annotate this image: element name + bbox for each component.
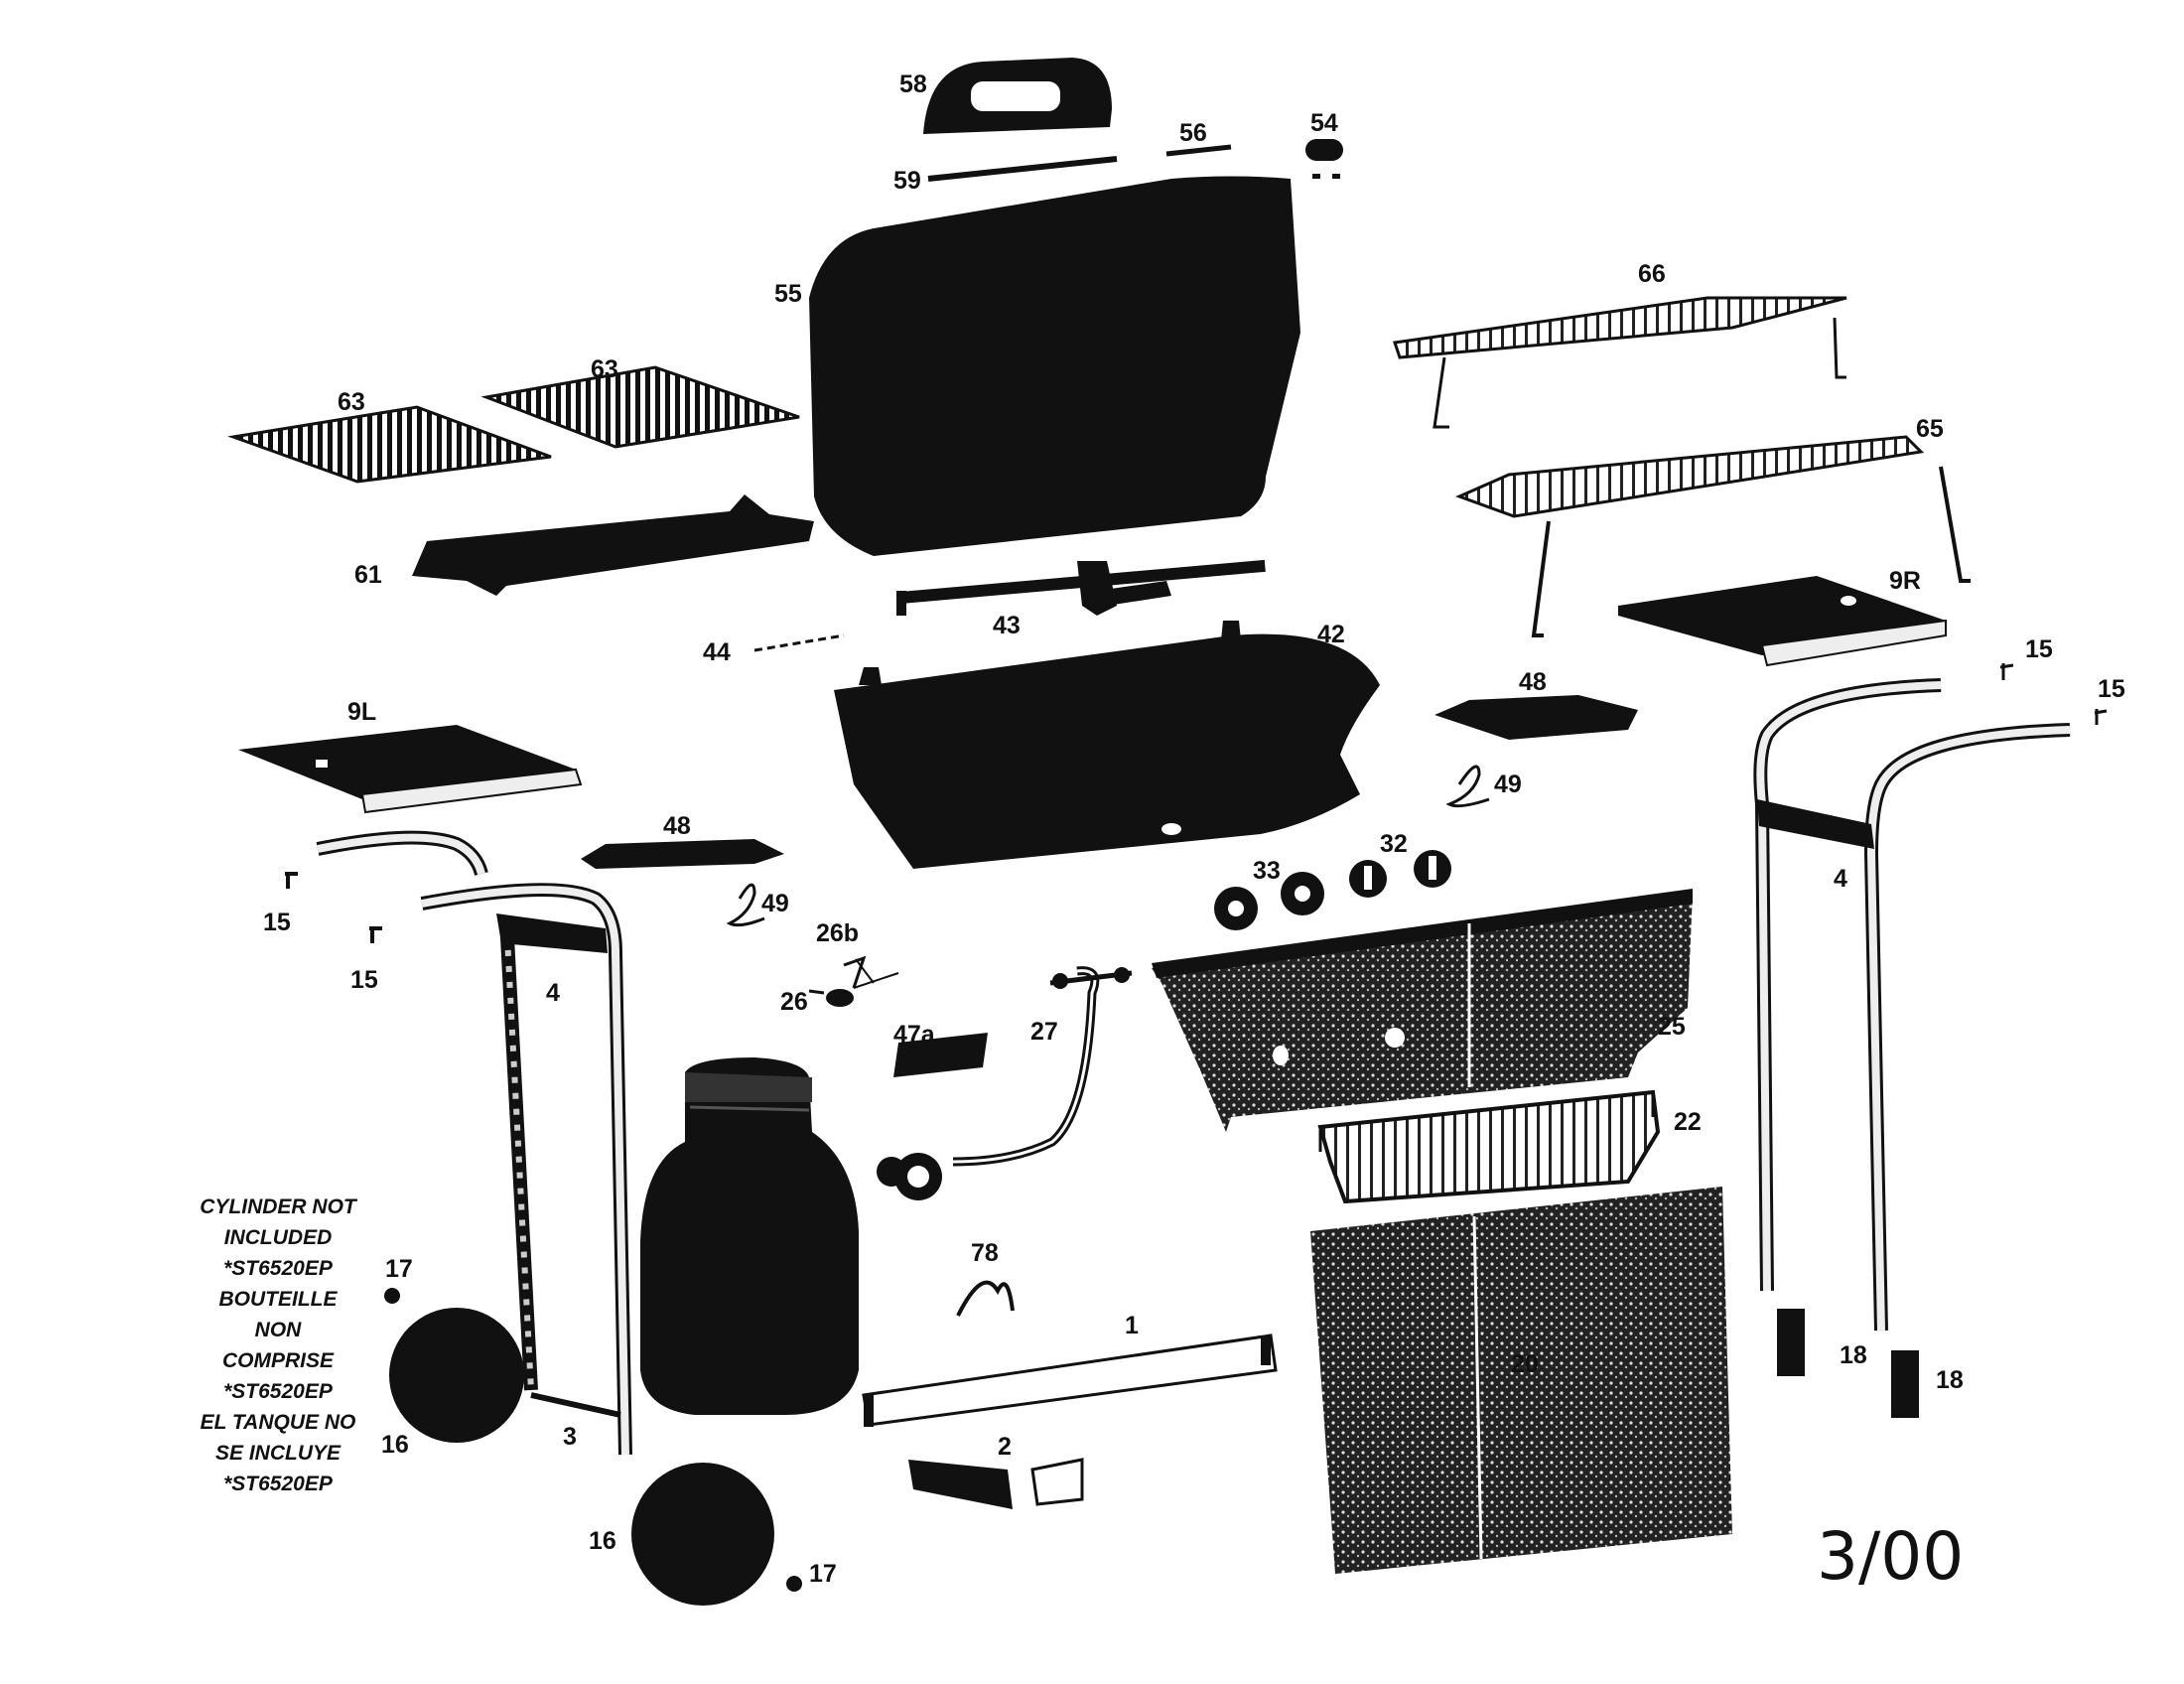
- propane-cylinder: [640, 1057, 859, 1415]
- note-line: BOUTEILLE: [218, 1288, 338, 1311]
- part-17-hubcap-upper: [384, 1288, 400, 1304]
- callout-15-right-a: 15: [2025, 635, 2053, 663]
- callout-58: 58: [899, 70, 927, 98]
- callout-18-right: 18: [1936, 1366, 1964, 1394]
- part-22-basket: [1317, 1089, 1661, 1204]
- callout-56: 56: [1179, 119, 1207, 147]
- part-26b-bezel: [843, 955, 867, 989]
- callout-49-left: 49: [761, 890, 789, 917]
- part-18-leg-cap-right: [1891, 1350, 1919, 1418]
- callout-54: 54: [1310, 109, 1338, 137]
- part-59-lid-seal: [927, 156, 1118, 182]
- part-18-leg-cap-left: [1777, 1309, 1805, 1376]
- note-line: COMPRISE: [221, 1349, 334, 1372]
- callout-59: 59: [893, 167, 921, 195]
- note-line: SE INCLUYE: [214, 1442, 341, 1465]
- revision-date: 3/00: [1817, 1518, 1965, 1595]
- callout-61: 61: [354, 561, 382, 589]
- callout-26: 26: [780, 988, 808, 1016]
- note-line: NON: [254, 1319, 302, 1341]
- callout-4-right: 4: [1834, 865, 1847, 893]
- callout-9R: 9R: [1889, 567, 1921, 595]
- callout-15-right-b: 15: [2098, 675, 2125, 703]
- part-49-wire-left: [726, 883, 765, 927]
- callout-55: 55: [774, 280, 802, 308]
- callout-2: 2: [998, 1433, 1012, 1461]
- callout-4-left: 4: [546, 979, 560, 1007]
- callout-3: 3: [563, 1423, 577, 1451]
- callout-78: 78: [971, 1239, 999, 1267]
- callout-1: 1: [1125, 1312, 1139, 1339]
- callout-42: 42: [1317, 621, 1345, 648]
- callout-18-left: 18: [1840, 1341, 1867, 1369]
- callout-33: 33: [1253, 857, 1281, 885]
- callout-26b: 26b: [816, 919, 860, 947]
- note-line: EL TANQUE NO: [200, 1411, 356, 1434]
- part-16-wheel-lower: [631, 1463, 774, 1606]
- part-4-cart-frame-right: [1753, 678, 1942, 1292]
- callout-17-upper: 17: [385, 1255, 413, 1283]
- part-48-heat-plate-right: [1434, 695, 1638, 740]
- part-17-hubcap-lower: [786, 1576, 802, 1592]
- note-line: *ST6520EP: [223, 1473, 333, 1495]
- part-47a-igniter: [893, 1033, 988, 1077]
- part-20-door: [1310, 1187, 1732, 1574]
- part-42-firebox: [834, 633, 1380, 869]
- part-55-lid: [809, 176, 1300, 556]
- part-65-rack: [1454, 435, 1925, 518]
- callout-48-right: 48: [1519, 668, 1547, 696]
- callout-43: 43: [993, 612, 1021, 639]
- part-54-thermometer: [1305, 139, 1343, 161]
- part-44-rod: [753, 633, 845, 652]
- part-61-heat-shield: [412, 494, 814, 596]
- part-2-bracket: [908, 1460, 1013, 1509]
- note-line: *ST6520EP: [223, 1257, 333, 1280]
- part-16-wheel-upper: [389, 1308, 524, 1443]
- part-1-bottom-panel: [862, 1333, 1278, 1427]
- callout-47a: 47a: [893, 1021, 935, 1049]
- callout-66: 66: [1638, 260, 1666, 288]
- callout-9L: 9L: [347, 698, 377, 726]
- part-26-knob: [826, 989, 854, 1007]
- part-48-heat-plate-left: [581, 839, 784, 869]
- callout-49-right: 49: [1494, 771, 1522, 798]
- cylinder-not-included-note: CYLINDER NOT INCLUDED *ST6520EP BOUTEILL…: [159, 1192, 397, 1499]
- note-line: INCLUDED: [223, 1226, 333, 1249]
- callout-44: 44: [703, 638, 731, 666]
- part-63-cooking-grate-right: [480, 365, 800, 449]
- callout-15-left-b: 15: [350, 966, 378, 994]
- note-line: *ST6520EP: [223, 1380, 333, 1403]
- part-63-cooking-grate-left: [227, 405, 552, 484]
- callout-25: 25: [1658, 1013, 1686, 1041]
- callout-20: 20: [1511, 1350, 1539, 1378]
- part-49-wire-right: [1445, 765, 1490, 808]
- callout-17-lower: 17: [809, 1560, 837, 1588]
- callout-16-upper: 16: [381, 1431, 409, 1459]
- part-78-clip: [956, 1280, 1015, 1317]
- part-66-warming-rack: [1393, 296, 1847, 359]
- part-56-pin: [1165, 144, 1232, 157]
- note-line: CYLINDER NOT: [200, 1195, 356, 1218]
- part-4-cross-brace-left: [496, 913, 608, 953]
- callout-16-lower: 16: [589, 1527, 616, 1555]
- callout-63-left: 63: [338, 388, 365, 416]
- callout-48-left: 48: [663, 812, 691, 840]
- callout-32: 32: [1380, 830, 1408, 858]
- callout-15-left-a: 15: [263, 909, 291, 936]
- callout-65: 65: [1916, 415, 1944, 443]
- callout-63-right: 63: [591, 355, 618, 383]
- callout-27: 27: [1030, 1018, 1058, 1046]
- callout-22: 22: [1674, 1108, 1702, 1136]
